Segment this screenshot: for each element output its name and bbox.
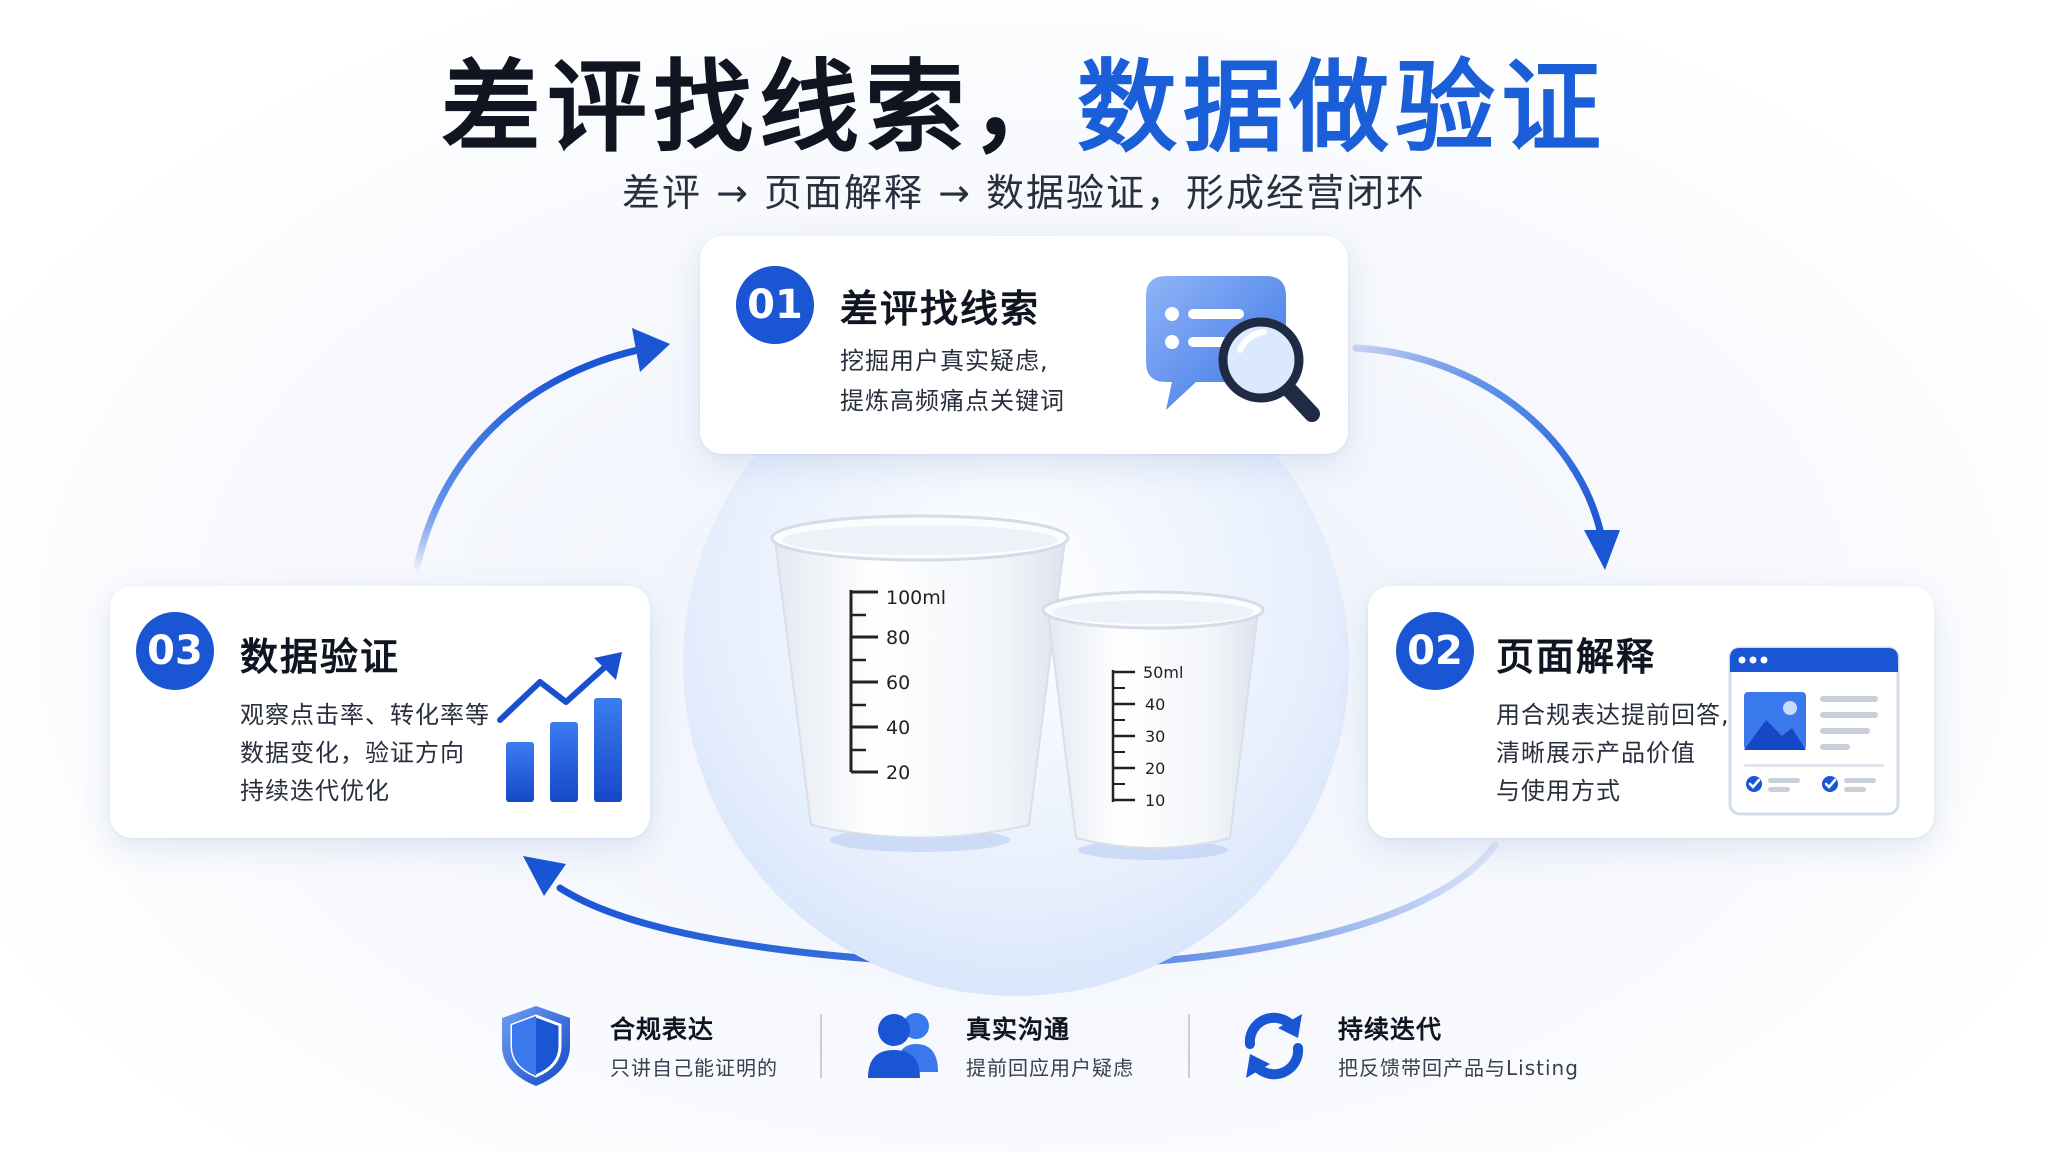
- arrow-step3-to-step1: [412, 346, 642, 576]
- users-icon: [868, 1013, 938, 1078]
- arrowhead-to-step3: [523, 856, 566, 896]
- step2-line-3: 与使用方式: [1496, 777, 1621, 805]
- small-cup-mark-40: 40: [1145, 695, 1165, 714]
- step3-line-1: 观察点击率、转化率等: [240, 701, 490, 729]
- step1-badge: 01: [736, 266, 814, 344]
- feature-divider-2: [1188, 1014, 1190, 1078]
- step3-line-3: 持续迭代优化: [240, 777, 390, 805]
- page-title: 差评找线索，数据做验证: [0, 48, 2048, 168]
- step1-line-2: 提炼高频痛点关键词: [840, 387, 1065, 415]
- small-cup-mark-20: 20: [1145, 759, 1165, 778]
- step2-title: 页面解释: [1496, 635, 1657, 679]
- step2-line-1: 用合规表达提前回答,: [1496, 701, 1730, 729]
- feature-divider-1: [820, 1014, 822, 1078]
- cups-illustration: 100ml 80 60 40 20 50ml 40 30 20: [770, 514, 1265, 860]
- refresh-icon: [1244, 1012, 1304, 1080]
- feature-communication-title: 真实沟通: [966, 1015, 1071, 1044]
- small-cup-mark-30: 30: [1145, 727, 1165, 746]
- small-cup-mark-50: 50ml: [1143, 663, 1183, 682]
- feature-iteration-desc: 把反馈带回产品与Listing: [1338, 1056, 1579, 1080]
- step3-badge: 03: [136, 612, 214, 690]
- step1-line-1: 挖掘用户真实疑虑,: [840, 347, 1049, 375]
- feature-iteration: 持续迭代 把反馈带回产品与Listing: [1236, 1000, 1596, 1090]
- shield-icon: [502, 1006, 570, 1086]
- step1-title: 差评找线索: [840, 287, 1041, 331]
- feature-communication-desc: 提前回应用户疑虑: [966, 1056, 1134, 1080]
- feature-compliance-title: 合规表达: [610, 1015, 715, 1044]
- large-cup-mark-80: 80: [886, 627, 910, 649]
- step3-card: 03 数据验证 观察点击率、转化率等 数据变化，验证方向 持续迭代优化: [110, 586, 650, 838]
- step2-line-2: 清晰展示产品价值: [1496, 739, 1696, 767]
- small-cup: 50ml 40 30 20 10: [1041, 590, 1265, 849]
- title-part-blue: 数据做验证: [1077, 49, 1607, 166]
- step3-line-2: 数据变化，验证方向: [240, 739, 465, 767]
- step2-card: 02 页面解释 用合规表达提前回答, 清晰展示产品价值 与使用方式: [1368, 586, 1934, 838]
- step3-title: 数据验证: [240, 635, 401, 679]
- large-cup-mark-100: 100ml: [886, 587, 946, 609]
- large-cup-mark-20: 20: [886, 762, 910, 784]
- feature-compliance: 合规表达 只讲自己能证明的: [496, 1000, 796, 1090]
- arrowhead-to-step1: [632, 328, 670, 372]
- small-cup-mark-10: 10: [1145, 791, 1165, 810]
- search-chat-icon: [1146, 276, 1320, 422]
- step2-badge: 02: [1396, 612, 1474, 690]
- large-cup: 100ml 80 60 40 20: [770, 514, 1070, 839]
- growth-chart-icon: [497, 652, 622, 802]
- webpage-icon: [1728, 646, 1900, 816]
- feature-iteration-title: 持续迭代: [1338, 1015, 1443, 1044]
- large-cup-mark-60: 60: [886, 672, 910, 694]
- step1-card: 01 差评找线索 挖掘用户真实疑虑, 提炼高频痛点关键词: [700, 236, 1348, 454]
- feature-communication: 真实沟通 提前回应用户疑虑: [866, 1000, 1186, 1090]
- title-part-dark: 差评找线索，: [441, 49, 1077, 166]
- arrow-step1-to-step2: [1352, 344, 1604, 534]
- arrowhead-to-step2: [1584, 530, 1620, 570]
- feature-compliance-desc: 只讲自己能证明的: [610, 1056, 778, 1080]
- large-cup-mark-40: 40: [886, 717, 910, 739]
- page-subtitle: 差评 → 页面解释 → 数据验证，形成经营闭环: [622, 171, 1426, 215]
